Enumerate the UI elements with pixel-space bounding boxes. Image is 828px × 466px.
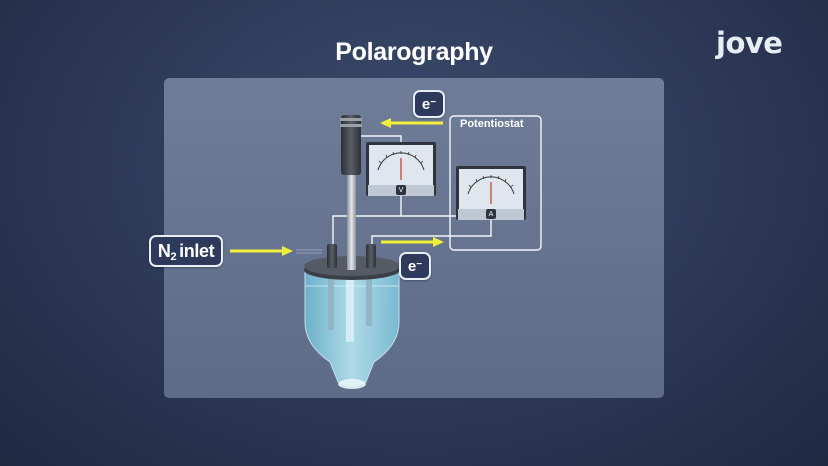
jove-logo: jove [716, 26, 783, 60]
diagram-panel [164, 78, 664, 398]
potentiostat-label: Potentiostat [460, 118, 524, 130]
circuit-wires [332, 115, 542, 251]
electrochemical-cell [304, 256, 400, 389]
electron-symbol: e [407, 257, 417, 275]
electron-charge: − [416, 258, 423, 270]
n2-subscript: 2 [170, 251, 177, 263]
electron-label-bottom: e− [399, 252, 431, 280]
inlet-text: inlet [179, 240, 215, 261]
electron-label-top: e− [413, 90, 445, 118]
n2-symbol: N [157, 240, 171, 261]
gas-inlet-tube [296, 249, 322, 254]
electron-symbol: e [421, 95, 431, 113]
voltmeter-unit: V [396, 185, 406, 195]
ammeter-unit: A [486, 209, 496, 219]
electrodes [327, 115, 376, 270]
electron-flow-arrows [230, 118, 444, 256]
electron-charge: − [430, 96, 437, 108]
page-title: Polarography [335, 38, 493, 66]
